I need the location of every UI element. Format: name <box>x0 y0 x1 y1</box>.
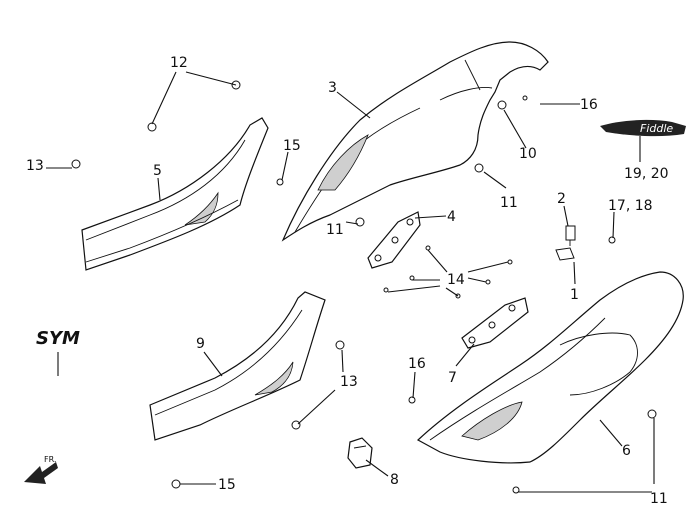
callout-7: 7 <box>448 370 457 386</box>
part-2-bolt <box>565 225 576 246</box>
part-17-18-emblem: Fiddle <box>600 119 686 137</box>
callout-17-18: 19, 20 <box>624 166 669 182</box>
callout-10: 10 <box>519 146 537 162</box>
part-4-bracket <box>367 211 421 269</box>
part-7-bracket <box>461 297 529 349</box>
callout-1: 1 <box>570 287 579 303</box>
callout-9: 9 <box>196 336 205 352</box>
part-19-20-sym-logo: SYM <box>36 328 80 349</box>
callout-11c: 11 <box>650 491 668 507</box>
callout-16a: 16 <box>580 97 598 113</box>
callout-3: 3 <box>328 80 337 96</box>
callout-2: 2 <box>557 191 566 207</box>
callout-14: 14 <box>447 272 465 288</box>
callout-6: 6 <box>622 443 631 459</box>
callout-11b: 11 <box>326 222 344 238</box>
callout-4: 4 <box>447 209 456 225</box>
callout-13b: 15 <box>218 477 236 493</box>
part-5-side-panel-upper <box>81 117 269 271</box>
emblem-text: Fiddle <box>640 122 673 135</box>
callout-5: 5 <box>153 163 162 179</box>
part-1-emblem-clip <box>555 247 575 261</box>
front-direction-arrow: FR. <box>24 455 58 484</box>
part-6-body-cover-lower <box>416 271 684 464</box>
callout-16b: 17, 18 <box>608 198 653 214</box>
part-3-body-cover-upper <box>281 41 549 242</box>
callout-13a: 13 <box>26 158 44 174</box>
front-marker-text: FR. <box>44 455 56 464</box>
callout-8: 8 <box>390 472 399 488</box>
sym-logo-text: SYM <box>36 328 80 349</box>
part-8-clip <box>347 437 373 469</box>
callout-15a: 15 <box>283 138 301 154</box>
leader-lines <box>46 71 655 493</box>
callout-12a: 12 <box>170 55 188 71</box>
callout-12b: 13 <box>340 374 358 390</box>
callout-labels: 12 13 5 15 3 16 10 11 19, 20 2 17, 18 1 … <box>26 55 669 507</box>
callout-11a: 11 <box>500 195 518 211</box>
callout-15b: 16 <box>408 356 426 372</box>
part-9-side-panel-lower <box>149 291 326 441</box>
